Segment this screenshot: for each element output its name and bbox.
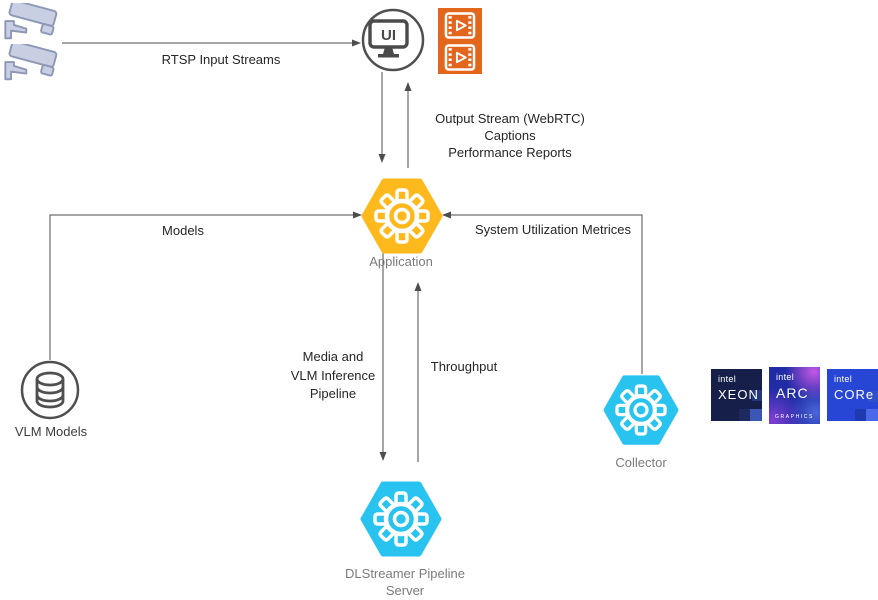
- dlstreamer-node-label-line2: Server: [385, 583, 425, 598]
- edge-models-line: [49, 211, 362, 360]
- ui-node-label: UI: [381, 27, 396, 44]
- cctv-camera-icon: [4, 3, 58, 40]
- core-product-label: CORe: [834, 387, 875, 402]
- edge-media-pipeline-label: Media and VLM Inference Pipeline: [291, 348, 376, 404]
- ui-node monitor-ui-icon: UI: [361, 8, 425, 72]
- intel-logo: intel: [718, 374, 737, 384]
- edge-media-pipeline-line1: Media and: [302, 349, 364, 364]
- edge-ui-feedback-line2: Captions: [484, 128, 536, 143]
- intel-arc-badge: intel ARC GRAPHICS: [769, 367, 820, 424]
- intel-core-badge: intel CORe: [827, 369, 878, 421]
- dlstreamer-node-label: DLStreamer Pipeline Server: [345, 565, 465, 599]
- gear-icon: [373, 491, 429, 547]
- cctv-camera-icon: [4, 44, 58, 81]
- gear-icon: [374, 188, 430, 244]
- arc-graphics-label: GRAPHICS: [775, 414, 814, 420]
- edge-ui-feedback-line1: Output Stream (WebRTC): [435, 111, 585, 126]
- edge-throughput-label: Throughput: [430, 359, 498, 374]
- film-play-icon: [444, 43, 476, 71]
- collector-node-label: Collector: [615, 455, 667, 470]
- dlstreamer-node-label-line1: DLStreamer Pipeline: [345, 566, 465, 581]
- media-clips-block: [438, 8, 482, 74]
- application-node-label: Application: [369, 254, 433, 269]
- xeon-product-label: XEON: [718, 387, 759, 402]
- edge-media-pipeline-line2: VLM Inference: [290, 367, 376, 383]
- gear-icon: [615, 384, 667, 436]
- intel-logo: intel: [776, 372, 795, 382]
- edge-ui-feedback-line3: Performance Reports: [448, 145, 572, 160]
- edge-system-metrics-label: System Utilization Metrices: [474, 222, 632, 237]
- edge-ui-feedback-label: Output Stream (WebRTC) Captions Performa…: [435, 110, 585, 161]
- edge-rtsp-label: RTSP Input Streams: [161, 52, 281, 67]
- application-node gear-hexagon-icon: [361, 178, 443, 254]
- arc-product-label: ARC: [776, 385, 809, 401]
- intel-logo: intel: [834, 374, 853, 384]
- intel-xeon-badge: intel XEON: [711, 369, 762, 421]
- vlm-models-node database-icon: [20, 360, 80, 420]
- edge-media-pipeline-line3: Pipeline: [309, 386, 357, 401]
- edge-models-label: Models: [162, 223, 204, 238]
- dlstreamer-node gear-hexagon-icon: [360, 481, 442, 557]
- collector-node gear-hexagon-icon: [603, 375, 679, 445]
- edge-system-metrics-line: [442, 211, 643, 374]
- vlm-models-node-label: VLM Models: [14, 424, 88, 439]
- film-play-icon: [444, 11, 476, 39]
